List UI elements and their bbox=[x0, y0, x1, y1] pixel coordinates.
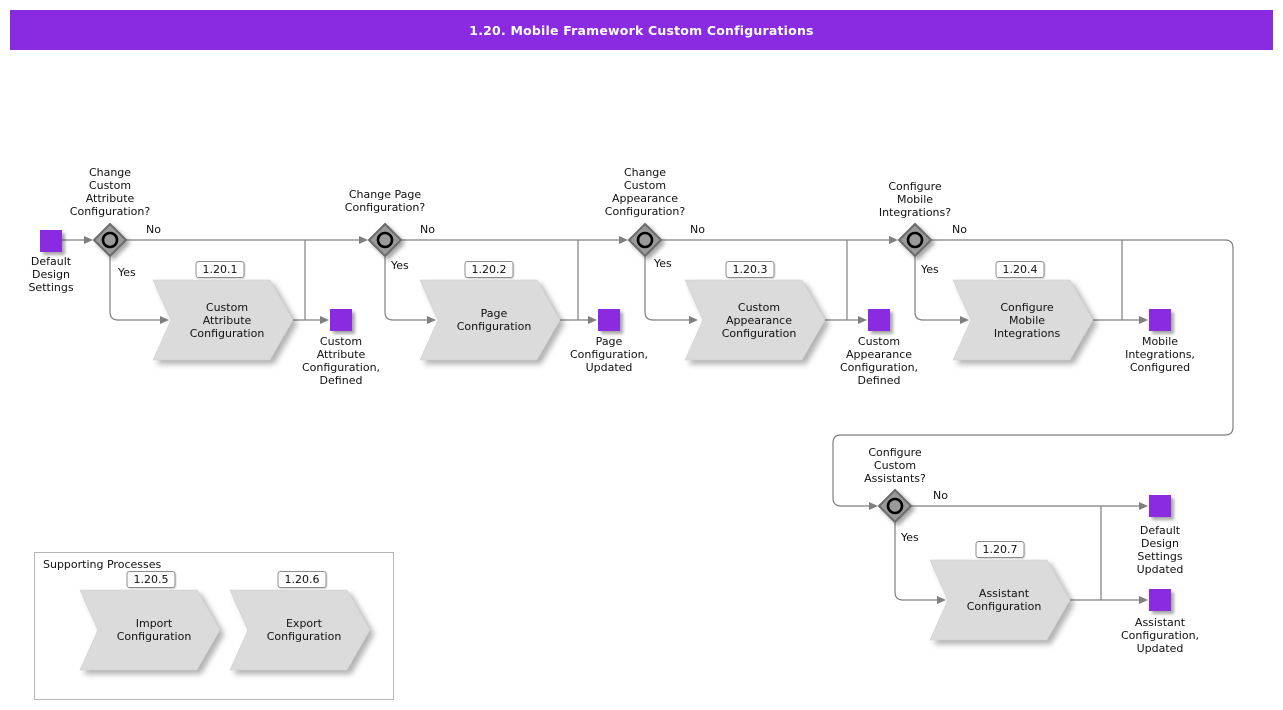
decision4-question: Configure Mobile Integrations? bbox=[878, 180, 952, 219]
milestone-square bbox=[598, 309, 620, 331]
task-id-badge: 1.20.5 bbox=[126, 571, 176, 588]
arrowhead bbox=[889, 236, 898, 244]
supporting-processes-title: Supporting Processes bbox=[43, 558, 162, 571]
task-id-badge: 1.20.2 bbox=[464, 261, 514, 278]
task-label: Custom Appearance Configuration bbox=[721, 300, 797, 340]
task-label: Assistant Configuration bbox=[966, 587, 1042, 613]
arrowhead bbox=[588, 316, 597, 324]
decision2-yes-label: Yes bbox=[391, 259, 409, 272]
arrowhead bbox=[320, 316, 329, 324]
start-event-square bbox=[40, 230, 62, 252]
task-id-badge: 1.20.7 bbox=[975, 541, 1025, 558]
task-export-configuration: Export Configuration bbox=[229, 589, 380, 680]
arrowhead bbox=[869, 502, 878, 510]
decision2-question: Change Page Configuration? bbox=[344, 188, 426, 214]
task-id-badge: 1.20.1 bbox=[195, 261, 245, 278]
arrowhead bbox=[1139, 316, 1148, 324]
decision3-no-label: No bbox=[690, 223, 705, 236]
decision3-diamond bbox=[627, 222, 663, 258]
task-id-badge: 1.20.3 bbox=[725, 261, 775, 278]
decision3-yes-label: Yes bbox=[654, 257, 672, 270]
decision5-diamond bbox=[877, 488, 913, 524]
arrowhead bbox=[858, 316, 867, 324]
decision4-diamond bbox=[897, 222, 933, 258]
task-label: Export Configuration bbox=[266, 617, 342, 643]
decision2-diamond bbox=[367, 222, 403, 258]
decision1-no-label: No bbox=[146, 223, 161, 236]
task-custom-appearance-configuration: Custom Appearance Configuration bbox=[684, 279, 835, 370]
connector-decision2-yes bbox=[384, 256, 428, 321]
connector-decision4-to-decision5 bbox=[832, 239, 1234, 507]
task-label: Import Configuration bbox=[116, 617, 192, 643]
connector-decision4-yes bbox=[914, 256, 961, 321]
decision4-yes-label: Yes bbox=[921, 263, 939, 276]
task-import-configuration: Import Configuration bbox=[79, 589, 230, 680]
task-label: Custom Attribute Configuration bbox=[189, 300, 265, 340]
task-label: Page Configuration bbox=[456, 307, 532, 333]
connector-decision3-yes bbox=[644, 256, 690, 321]
milestone-label: Custom Attribute Configuration, Defined bbox=[301, 335, 381, 387]
milestone-square bbox=[330, 309, 352, 331]
task-configure-mobile-integrations: Configure Mobile Integrations bbox=[952, 279, 1103, 370]
decision1-yes-label: Yes bbox=[118, 266, 136, 279]
decision5-question: Configure Custom Assistants? bbox=[864, 446, 926, 485]
task-id-badge: 1.20.6 bbox=[277, 571, 327, 588]
arrowhead bbox=[937, 596, 946, 604]
decision5-no-label: No bbox=[933, 489, 948, 502]
task-id-badge: 1.20.4 bbox=[995, 261, 1045, 278]
arrowhead bbox=[160, 316, 169, 324]
milestone-label: Assistant Configuration, Updated bbox=[1120, 616, 1200, 655]
decision3-question: Change Custom Appearance Configuration? bbox=[604, 166, 686, 218]
arrowhead bbox=[1139, 596, 1148, 604]
task-label: Configure Mobile Integrations bbox=[993, 300, 1061, 340]
decision2-no-label: No bbox=[420, 223, 435, 236]
decision5-yes-label: Yes bbox=[901, 531, 919, 544]
arrowhead bbox=[689, 316, 698, 324]
milestone-label: Custom Appearance Configuration, Defined bbox=[839, 335, 919, 387]
milestone-square bbox=[1149, 589, 1171, 611]
milestone-label: Default Design Settings Updated bbox=[1136, 524, 1184, 576]
connector-decision1-yes bbox=[109, 256, 161, 321]
arrowhead bbox=[84, 236, 93, 244]
task-assistant-configuration: Assistant Configuration bbox=[929, 559, 1080, 650]
task-custom-attribute-configuration: Custom Attribute Configuration bbox=[152, 279, 303, 370]
arrowhead bbox=[359, 236, 368, 244]
milestone-square bbox=[1149, 495, 1171, 517]
connector-decision5-yes bbox=[894, 522, 938, 601]
milestone-square bbox=[1149, 309, 1171, 331]
decision1-question: Change Custom Attribute Configuration? bbox=[69, 166, 151, 218]
diagram-title-bar: 1.20. Mobile Framework Custom Configurat… bbox=[10, 10, 1273, 50]
task-page-configuration: Page Configuration bbox=[419, 279, 570, 370]
diagram-title: 1.20. Mobile Framework Custom Configurat… bbox=[469, 22, 814, 38]
start-event-label: Default Design Settings bbox=[28, 255, 74, 294]
arrowhead bbox=[619, 236, 628, 244]
milestone-label: Mobile Integrations, Configured bbox=[1125, 335, 1195, 374]
decision4-no-label: No bbox=[952, 223, 967, 236]
arrowhead bbox=[427, 316, 436, 324]
arrowhead bbox=[1139, 502, 1148, 510]
milestone-square bbox=[868, 309, 890, 331]
arrowhead bbox=[960, 316, 969, 324]
milestone-label: Page Configuration, Updated bbox=[569, 335, 649, 374]
decision1-diamond bbox=[92, 222, 128, 258]
